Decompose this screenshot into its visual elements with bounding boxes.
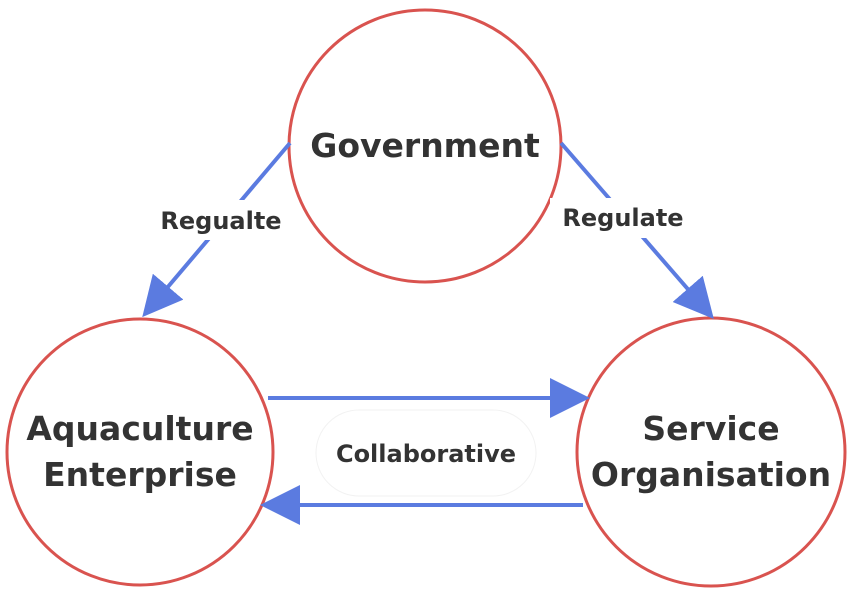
regualte-label: Regualte [160,207,281,235]
service-organisation-node: Service Organisation [575,316,847,588]
government-node: Government [287,8,563,284]
collaborative-label: Collaborative [336,440,516,468]
regualte-label-bg [148,200,294,240]
aquaculture-enterprise-circle [5,317,275,587]
regulate-label-bg [550,198,696,238]
collaborative-label-bg [315,409,537,497]
government-label: Government [310,126,540,165]
aquaculture-enterprise-label-line1: Aquaculture [26,409,253,448]
aquaculture-enterprise-node: Aquaculture Enterprise [5,317,275,587]
service-organisation-circle [575,316,847,588]
aquaculture-enterprise-label-line2: Enterprise [43,455,237,494]
service-organisation-label-line1: Service [642,409,779,448]
regulate-label: Regulate [562,204,683,232]
service-organisation-label-line2: Organisation [591,455,831,494]
